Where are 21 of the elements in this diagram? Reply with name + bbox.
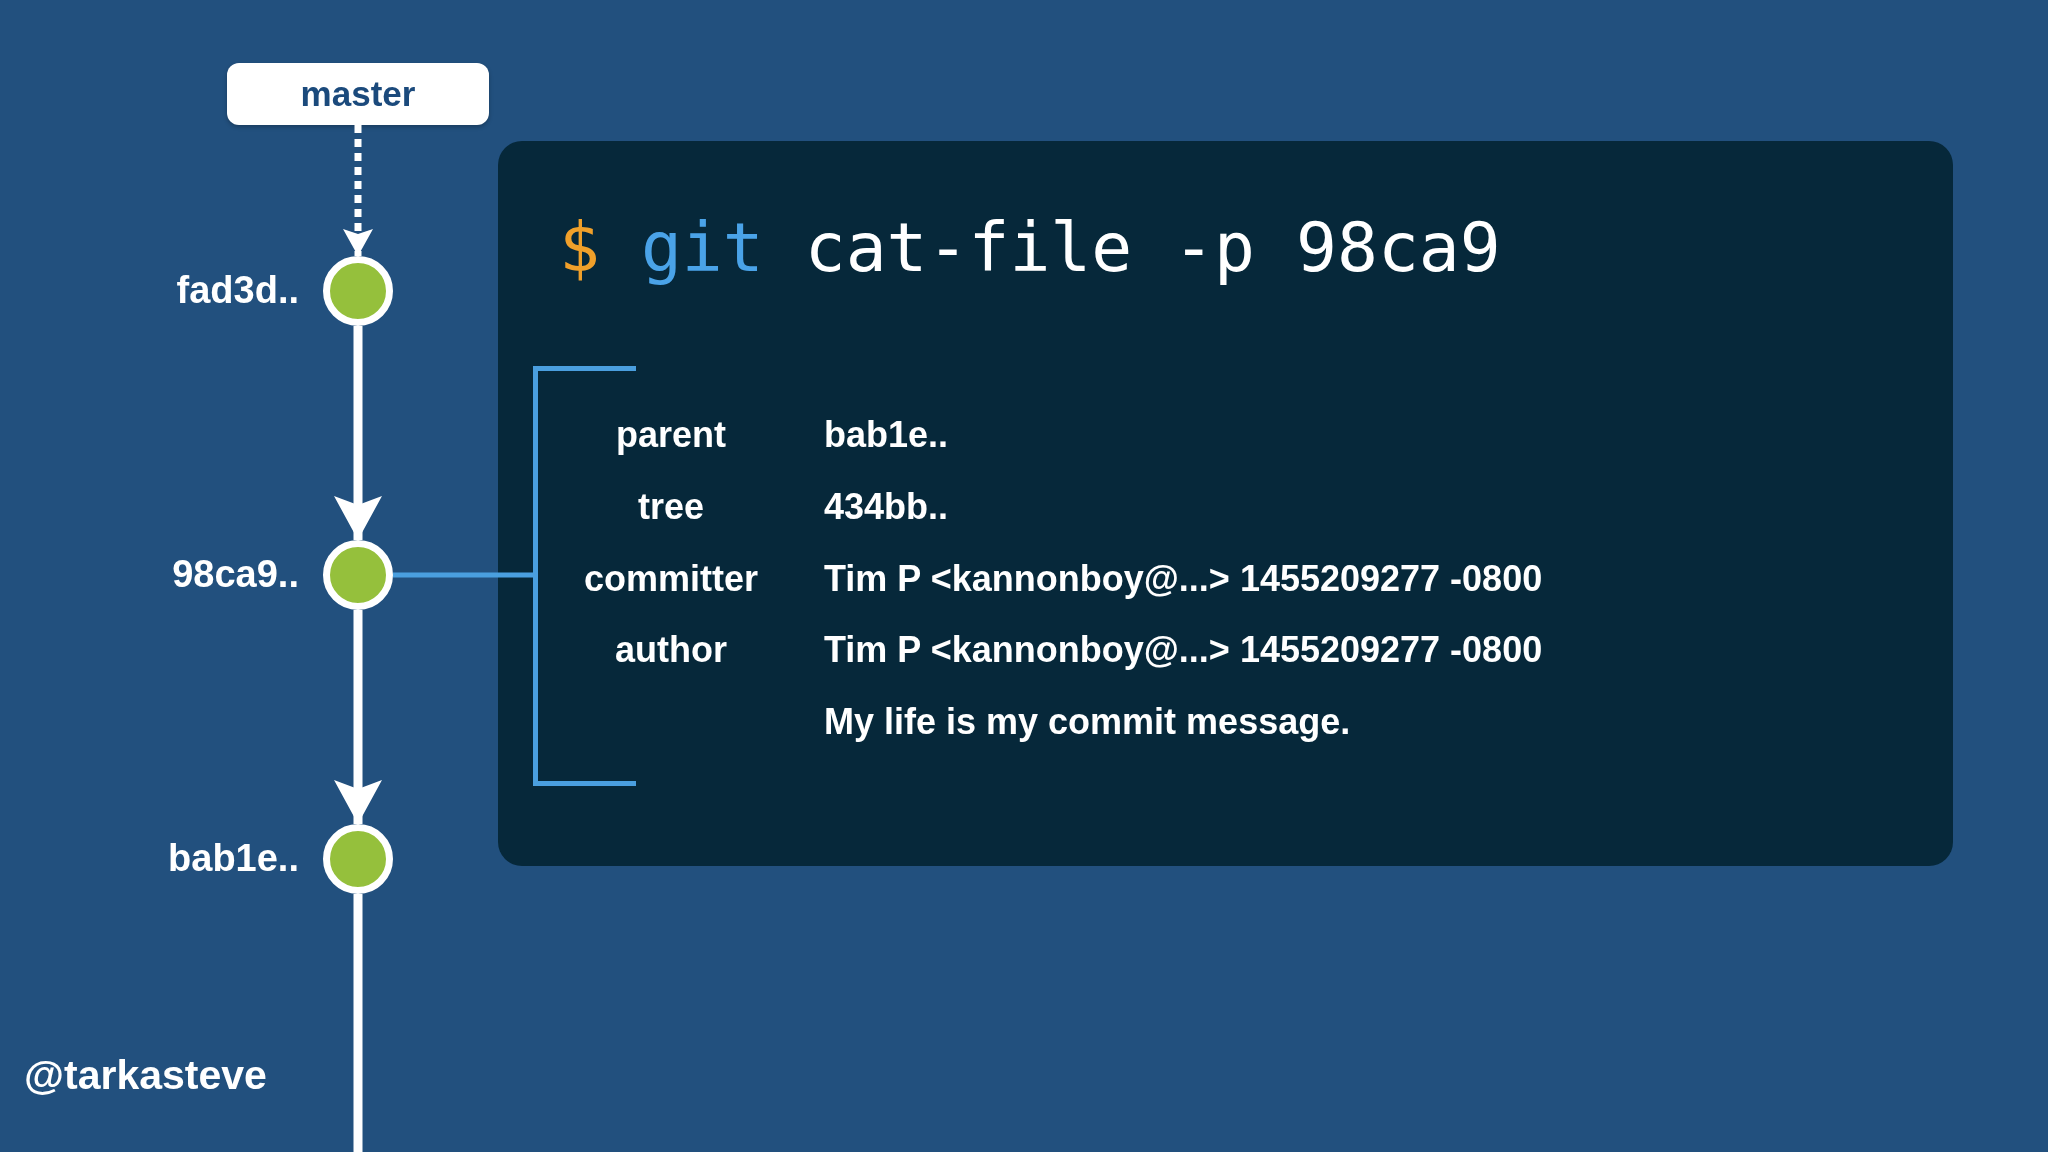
connector-line [393,572,533,578]
field-name: author [615,628,727,672]
branch-tag: master [227,63,489,125]
field-value: My life is my commit message. [824,700,1351,744]
field-name: committer [584,557,758,601]
terminal-panel [498,141,1953,866]
field-name: tree [638,485,704,529]
arrow [343,125,373,256]
field-value: Tim P <kannonboy@...> 1455209277 -0800 [824,628,1543,672]
connector-line [353,894,363,1152]
field-name: parent [616,413,726,457]
arrow [334,326,382,540]
arrow [334,610,382,824]
shell-command: $ git cat-file -p 98ca9 [559,207,1501,289]
field-value: Tim P <kannonboy@...> 1455209277 -0800 [824,557,1543,601]
commit-hash: bab1e.. [168,836,299,882]
commit-hash: fad3d.. [176,268,299,314]
author-handle: @tarkasteve [24,1051,267,1101]
field-value: bab1e.. [824,413,949,457]
commit-hash: 98ca9.. [172,552,299,598]
field-value: 434bb.. [824,485,949,529]
